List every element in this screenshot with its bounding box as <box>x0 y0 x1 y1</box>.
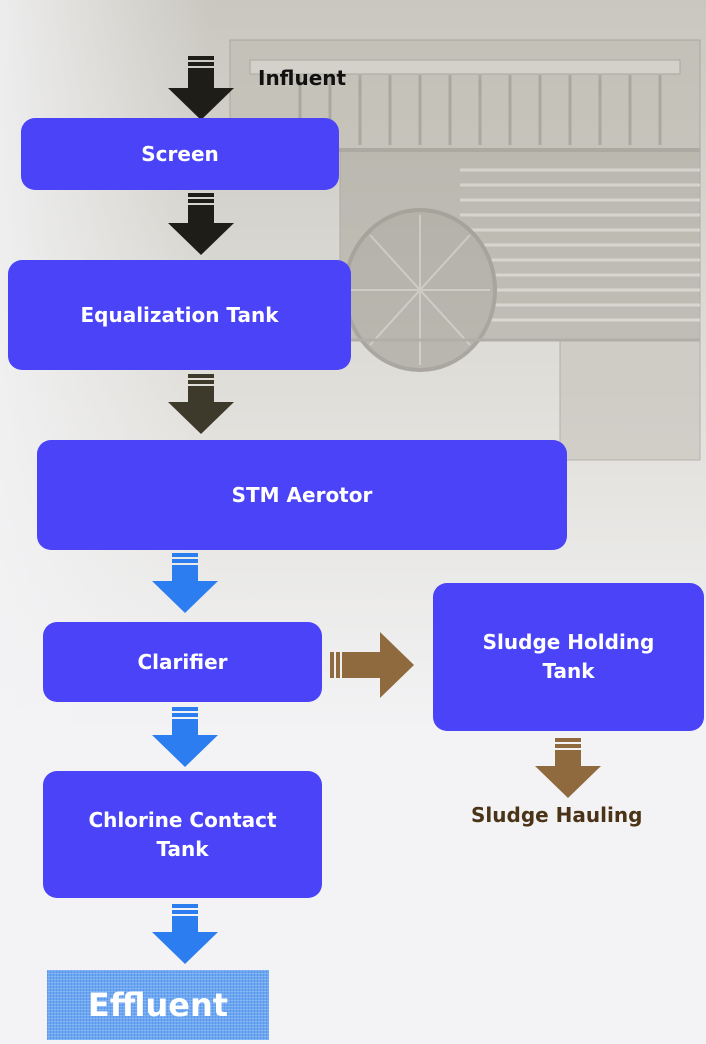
stm-aerotor-label: STM Aerotor <box>231 482 373 507</box>
arrow-screen-to-equalization <box>168 193 234 255</box>
effluent-label: Effluent <box>87 986 229 1024</box>
equalization-tank-box: Equalization Tank <box>8 260 351 370</box>
sludge-holding-tank-line1: Sludge Holding <box>482 630 655 654</box>
arrow-influent-to-screen <box>168 56 234 120</box>
screen-box: Screen <box>21 118 339 190</box>
effluent-box: Effluent <box>47 970 269 1040</box>
arrow-clarifier-to-sludge-holding <box>330 632 414 698</box>
clarifier-label: Clarifier <box>137 649 228 674</box>
chlorine-contact-tank-line2: Tank <box>156 836 209 861</box>
arrow-aerotor-to-clarifier <box>152 553 218 613</box>
influent-label: Influent <box>258 66 347 90</box>
chlorine-contact-tank-label: Chlorine Contact Tank <box>88 806 276 864</box>
arrow-equalization-to-aerotor <box>168 374 234 434</box>
arrow-clarifier-to-chlorine <box>152 707 218 767</box>
stm-aerotor-box: STM Aerotor <box>37 440 567 550</box>
arrow-sludge-holding-to-hauling <box>535 738 601 798</box>
screen-label: Screen <box>141 141 219 166</box>
chlorine-contact-tank-box: Chlorine Contact Tank <box>43 771 322 898</box>
arrow-chlorine-to-effluent <box>152 904 218 964</box>
equalization-tank-label: Equalization Tank <box>80 302 279 327</box>
sludge-holding-tank-line2: Tank <box>542 659 595 683</box>
sludge-hauling-label: Sludge Hauling <box>471 803 643 827</box>
clarifier-box: Clarifier <box>43 622 322 702</box>
chlorine-contact-tank-line1: Chlorine Contact <box>88 807 277 832</box>
sludge-holding-tank-label: Sludge Holding Tank <box>483 628 655 686</box>
sludge-holding-tank-box: Sludge Holding Tank <box>433 583 704 731</box>
